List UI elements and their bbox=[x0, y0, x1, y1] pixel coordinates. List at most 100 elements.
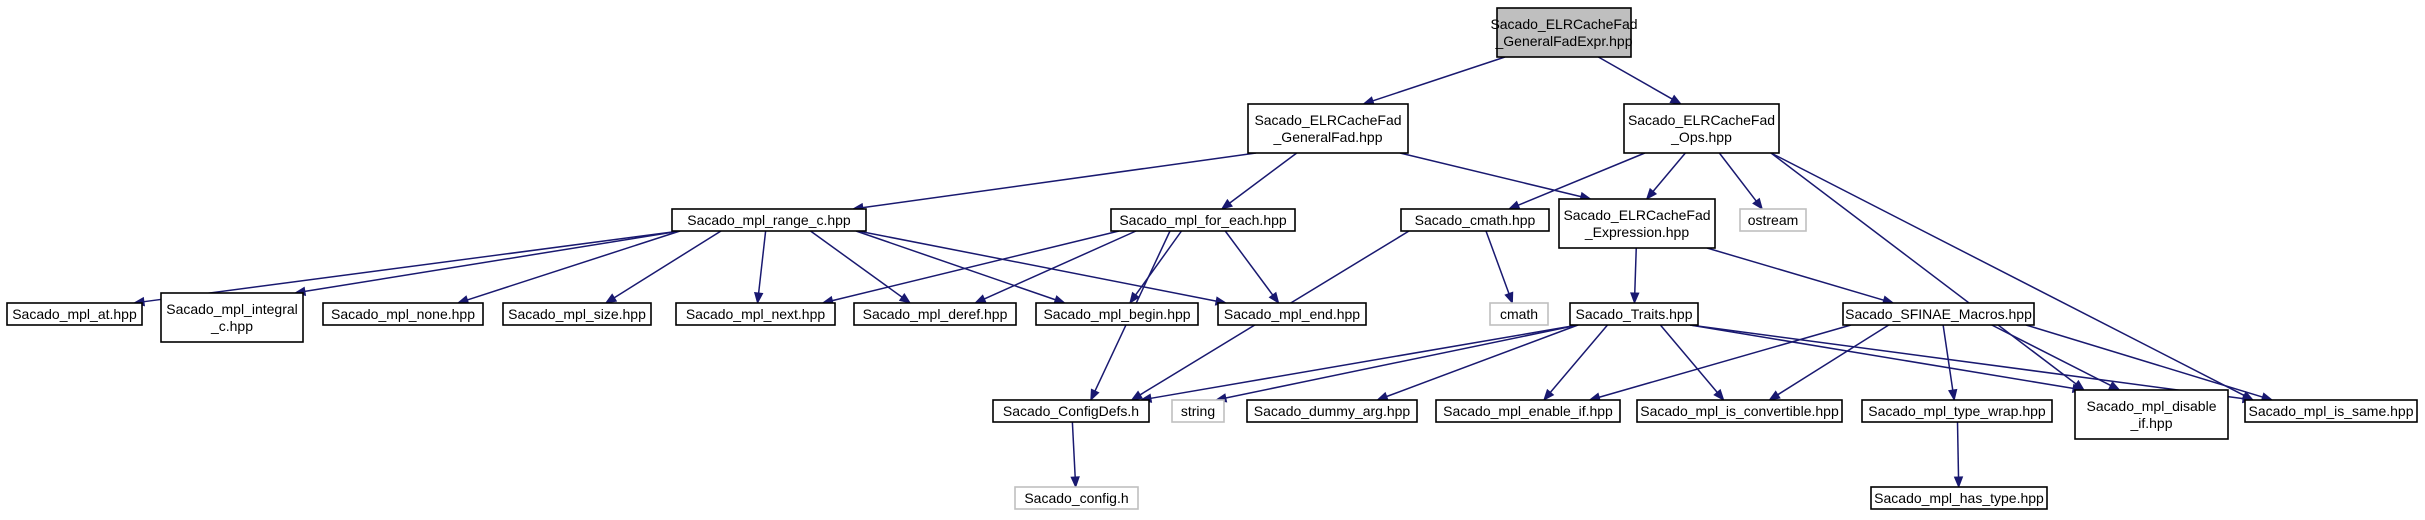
node-cmath: cmath bbox=[1489, 302, 1549, 326]
edge-line bbox=[1225, 324, 1579, 399]
edge-line bbox=[1135, 230, 1183, 296]
node-mpl_end[interactable]: Sacado_mpl_end.hpp bbox=[1217, 302, 1367, 326]
edge-line bbox=[1386, 324, 1579, 398]
arrowhead bbox=[1543, 388, 1555, 402]
node-label: _Expression.hpp bbox=[1584, 224, 1690, 240]
node-mpl_size[interactable]: Sacado_mpl_size.hpp bbox=[502, 302, 652, 326]
edge-line bbox=[1706, 247, 1884, 301]
edge-range_c-to-mpl_end bbox=[857, 230, 1228, 306]
node-box bbox=[1110, 208, 1296, 232]
edge-for_each-to-mpl_next bbox=[821, 230, 1120, 306]
edge-configdefs-to-config_h bbox=[1070, 421, 1080, 489]
edge-line bbox=[857, 230, 1217, 302]
node-is_convertible[interactable]: Sacado_mpl_is_convertible.hpp bbox=[1636, 399, 1843, 423]
edge-line bbox=[304, 230, 681, 293]
node-string: string bbox=[1171, 399, 1225, 423]
edge-generalfad-to-for_each bbox=[1220, 152, 1298, 210]
node-mpl_next[interactable]: Sacado_mpl_next.hpp bbox=[675, 302, 836, 326]
arrowhead bbox=[1376, 391, 1389, 401]
node-mpl_deref[interactable]: Sacado_mpl_deref.hpp bbox=[853, 302, 1017, 326]
arrowhead bbox=[1268, 291, 1280, 305]
node-box bbox=[6, 302, 143, 326]
node-box bbox=[160, 292, 304, 343]
edge-line bbox=[1634, 247, 1637, 294]
arrowhead bbox=[1752, 197, 1764, 211]
node-disable_if[interactable]: Sacado_mpl_disable_if.hpp bbox=[2074, 389, 2229, 440]
node-has_type[interactable]: Sacado_mpl_has_type.hpp bbox=[1870, 486, 2048, 510]
node-box bbox=[1217, 302, 1367, 326]
node-label: Sacado_config.h bbox=[1024, 490, 1128, 506]
node-label: Sacado_mpl_enable_if.hpp bbox=[1443, 403, 1613, 419]
node-label: _c.hpp bbox=[210, 318, 253, 334]
edge-traits-to-configdefs bbox=[1139, 324, 1579, 403]
edge-line bbox=[984, 230, 1137, 300]
node-label: Sacado_mpl_begin.hpp bbox=[1043, 306, 1190, 322]
edge-line bbox=[832, 230, 1120, 302]
edge-for_each-to-mpl_deref bbox=[973, 230, 1137, 304]
node-label: Sacado_mpl_disable bbox=[2087, 398, 2217, 414]
node-root[interactable]: Sacado_ELRCacheFad_GeneralFadExpr.hpp bbox=[1490, 7, 1638, 58]
edge-ops-to-disable_if bbox=[1770, 152, 2086, 391]
node-box bbox=[1496, 7, 1632, 58]
edge-line bbox=[1777, 324, 1890, 396]
node-range_c[interactable]: Sacado_mpl_range_c.hpp bbox=[671, 208, 867, 232]
node-label: _GeneralFadExpr.hpp bbox=[1495, 33, 1633, 49]
node-box bbox=[671, 208, 867, 232]
node-box bbox=[2074, 389, 2229, 440]
edge-traits-to-is_convertible bbox=[1659, 324, 1725, 402]
edge-line bbox=[1517, 152, 1646, 206]
arrowhead bbox=[898, 293, 912, 304]
arrowhead bbox=[1090, 388, 1100, 402]
node-box bbox=[1558, 198, 1716, 249]
node-cmath_hpp[interactable]: Sacado_cmath.hpp bbox=[1400, 208, 1550, 232]
edge-line bbox=[757, 230, 767, 294]
node-mpl_none[interactable]: Sacado_mpl_none.hpp bbox=[322, 302, 484, 326]
node-label: Sacado_mpl_none.hpp bbox=[331, 306, 475, 322]
node-ops[interactable]: Sacado_ELRCacheFad_Ops.hpp bbox=[1623, 103, 1780, 154]
edge-line bbox=[1991, 324, 2111, 387]
node-integral_c[interactable]: Sacado_mpl_integral_c.hpp bbox=[160, 292, 304, 343]
node-configdefs[interactable]: Sacado_ConfigDefs.h bbox=[992, 399, 1150, 423]
node-label: Sacado_mpl_deref.hpp bbox=[863, 306, 1008, 322]
edge-traits-to-disable_if bbox=[1689, 324, 2085, 393]
node-label: Sacado_mpl_for_each.hpp bbox=[1119, 212, 1287, 228]
edge-sfinae-to-type_wrap bbox=[1942, 324, 1958, 402]
edge-type_wrap-to-has_type bbox=[1953, 421, 1964, 489]
node-config_h: Sacado_config.h bbox=[1014, 486, 1139, 510]
node-enable_if[interactable]: Sacado_mpl_enable_if.hpp bbox=[1435, 399, 1621, 423]
node-generalfad[interactable]: Sacado_ELRCacheFad_GeneralFad.hpp bbox=[1247, 103, 1409, 154]
edge-line bbox=[862, 152, 1257, 209]
node-is_same[interactable]: Sacado_mpl_is_same.hpp bbox=[2244, 399, 2418, 423]
node-label: Sacado_ELRCacheFad bbox=[1254, 112, 1401, 128]
edges-layer bbox=[132, 56, 2274, 489]
arrowhead bbox=[1504, 291, 1514, 305]
edge-traits-to-dummy_arg bbox=[1376, 324, 1579, 401]
node-ostream: ostream bbox=[1739, 208, 1807, 232]
edge-range_c-to-mpl_none bbox=[456, 230, 681, 305]
edge-line bbox=[1652, 152, 1686, 192]
node-mpl_begin[interactable]: Sacado_mpl_begin.hpp bbox=[1035, 302, 1199, 326]
edge-line bbox=[1659, 324, 1718, 393]
node-dummy_arg[interactable]: Sacado_dummy_arg.hpp bbox=[1246, 399, 1418, 423]
arrowhead bbox=[1130, 390, 1144, 401]
node-label: string bbox=[1181, 403, 1215, 419]
edge-root-to-generalfad bbox=[1362, 56, 1506, 106]
node-traits[interactable]: Sacado_Traits.hpp bbox=[1569, 302, 1699, 326]
edge-line bbox=[1485, 230, 1510, 294]
node-expression[interactable]: Sacado_ELRCacheFad_Expression.hpp bbox=[1558, 198, 1716, 249]
edge-range_c-to-integral_c bbox=[293, 230, 681, 297]
edge-line bbox=[1399, 152, 1582, 198]
node-type_wrap[interactable]: Sacado_mpl_type_wrap.hpp bbox=[1861, 399, 2053, 423]
node-sfinae[interactable]: Sacado_SFINAE_Macros.hpp bbox=[1842, 302, 2035, 326]
node-label: _if.hpp bbox=[2129, 415, 2172, 431]
node-label: Sacado_mpl_type_wrap.hpp bbox=[1868, 403, 2046, 419]
node-mpl_at[interactable]: Sacado_mpl_at.hpp bbox=[6, 302, 143, 326]
node-label: Sacado_cmath.hpp bbox=[1415, 212, 1536, 228]
arrowhead bbox=[1768, 390, 1781, 401]
edge-cmath_hpp-to-cmath bbox=[1485, 230, 1514, 305]
edge-line bbox=[467, 230, 681, 301]
edge-generalfad-to-expression bbox=[1399, 152, 1592, 202]
node-label: ostream bbox=[1748, 212, 1799, 228]
node-for_each[interactable]: Sacado_mpl_for_each.hpp bbox=[1110, 208, 1296, 232]
edge-line bbox=[1071, 421, 1076, 478]
